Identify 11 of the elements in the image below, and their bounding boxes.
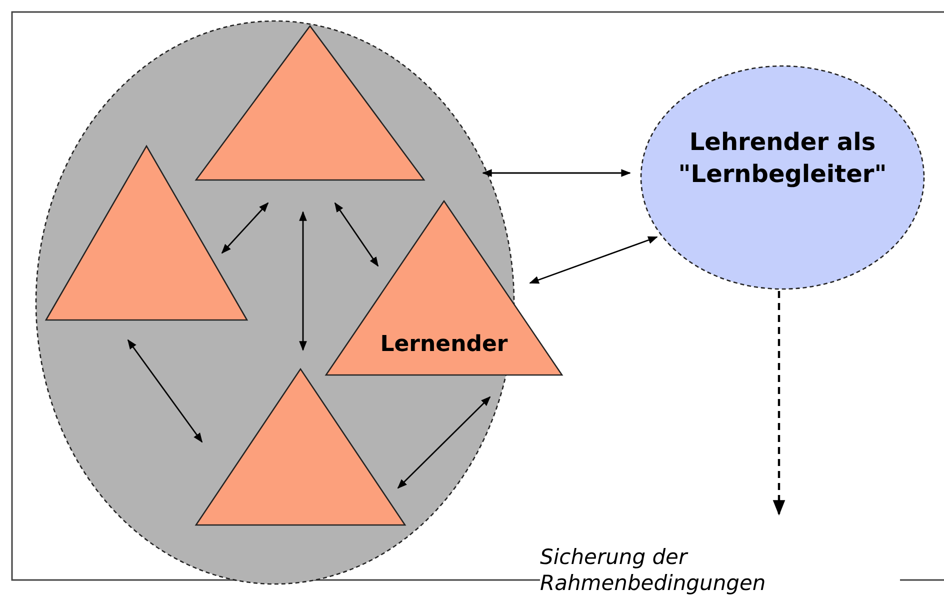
arrow	[299, 211, 307, 351]
annotation-text: Sicherung der Rahmenbedingungen	[540, 544, 767, 596]
node-label: Lehrender als "Lernbegleiter"	[677, 126, 888, 190]
arrow	[482, 169, 631, 177]
arrow	[334, 202, 379, 267]
arrow	[221, 202, 269, 254]
arrow	[397, 396, 491, 489]
arrow	[772, 291, 786, 516]
arrow	[127, 339, 203, 443]
node-label: Lernender	[379, 331, 509, 360]
arrow	[529, 236, 658, 284]
